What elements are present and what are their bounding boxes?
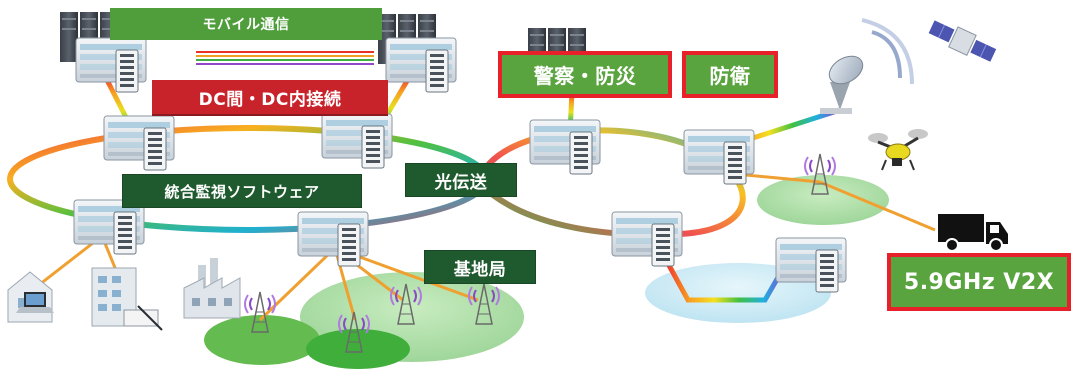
monitoring-software-label: 統合監視ソフトウェア: [122, 174, 362, 208]
laptop-icon: [16, 292, 54, 313]
mobile-communication-label: モバイル通信: [110, 8, 382, 40]
police-disaster-label: 警察・防災: [498, 51, 672, 98]
defense-label: 防衛: [682, 51, 778, 98]
base-station-label: 基地局: [424, 250, 536, 284]
dc-connection-label: DC間・DC内接続: [152, 80, 388, 116]
truck-icon: [938, 214, 1008, 252]
optical-transmission-label: 光伝送: [405, 163, 517, 197]
office-building-icon: [91, 267, 163, 331]
satellite-dish-icon: [820, 18, 914, 114]
drone-icon: [868, 129, 928, 171]
v2x-label: 5.9GHz V2X: [887, 253, 1071, 311]
factory-icon: [183, 258, 241, 319]
satellite-icon: [928, 20, 997, 62]
